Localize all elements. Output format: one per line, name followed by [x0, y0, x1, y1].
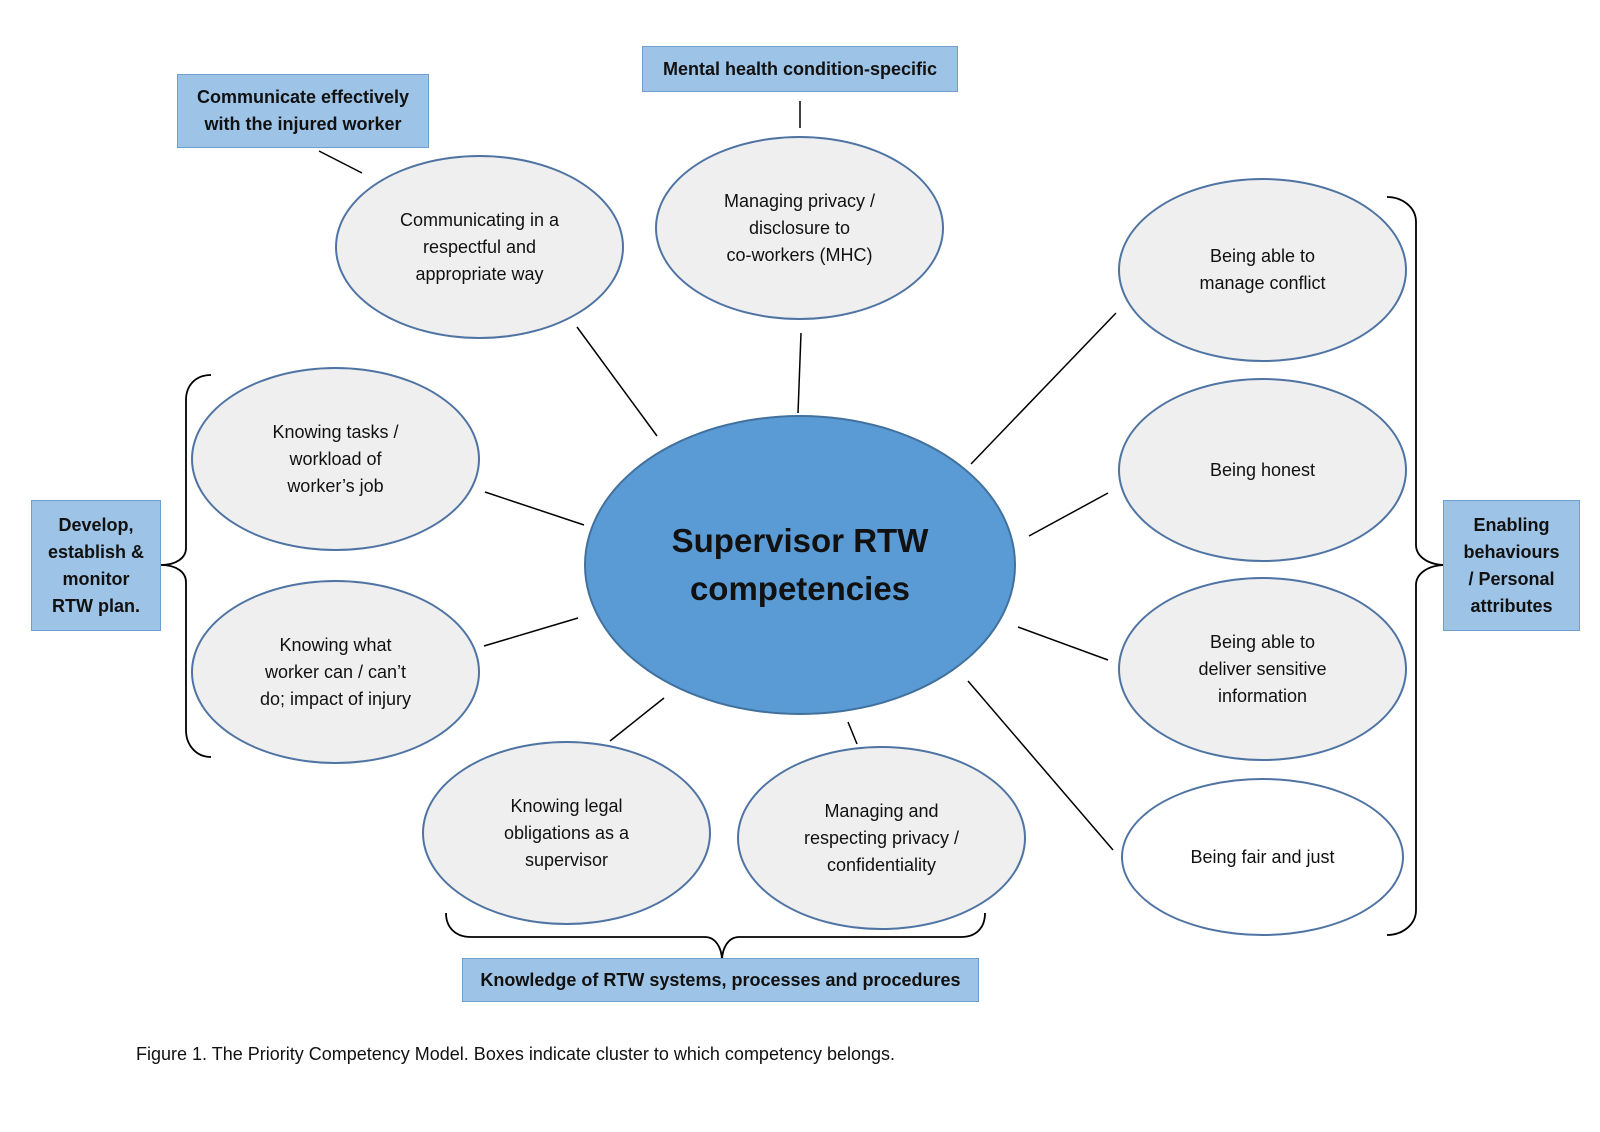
connector-knowing-tasks: [484, 491, 585, 526]
competency-communicating: Communicating in a respectful and approp…: [335, 155, 624, 339]
competency-sensitive-info: Being able to deliver sensitive informat…: [1118, 577, 1407, 761]
connector-communicating: [576, 326, 658, 437]
figure-caption: Figure 1. The Priority Competency Model.…: [136, 1044, 896, 1064]
connector-communicate-cluster: [318, 150, 363, 174]
competency-privacy-mhc: Managing privacy / disclosure to co-work…: [655, 136, 944, 320]
competency-knowing-can: Knowing what worker can / can’t do; impa…: [191, 580, 480, 764]
competency-legal: Knowing legal obligations as a superviso…: [422, 741, 711, 925]
cluster-enabling-box: Enabling behaviours / Personal attribute…: [1443, 500, 1580, 631]
cluster-develop-plan-box: Develop, establish & monitor RTW plan.: [31, 500, 161, 631]
connector-sensitive-info: [1017, 626, 1109, 661]
connector-privacy-mhc: [797, 332, 802, 414]
cluster-mental-health-box: Mental health condition-specific: [642, 46, 958, 92]
connector-fair-just: [967, 680, 1114, 851]
brace-enabling: [1386, 196, 1447, 936]
connector-manage-conflict: [970, 312, 1117, 465]
competency-manage-conflict: Being able to manage conflict: [1118, 178, 1407, 362]
competency-honest: Being honest: [1118, 378, 1407, 562]
center-ellipse: Supervisor RTW competencies: [584, 415, 1016, 715]
cluster-knowledge-box: Knowledge of RTW systems, processes and …: [462, 958, 979, 1002]
brace-develop-plan: [160, 374, 212, 758]
competency-fair-just: Being fair and just: [1121, 778, 1404, 936]
connector-legal: [609, 697, 665, 742]
connector-knowing-can: [483, 617, 579, 647]
competency-confidentiality: Managing and respecting privacy / confid…: [737, 746, 1026, 930]
connector-confidentiality: [847, 721, 858, 745]
competency-knowing-tasks: Knowing tasks / workload of worker’s job: [191, 367, 480, 551]
cluster-communicate-box: Communicate effectively with the injured…: [177, 74, 429, 148]
connector-honest: [1028, 492, 1109, 537]
